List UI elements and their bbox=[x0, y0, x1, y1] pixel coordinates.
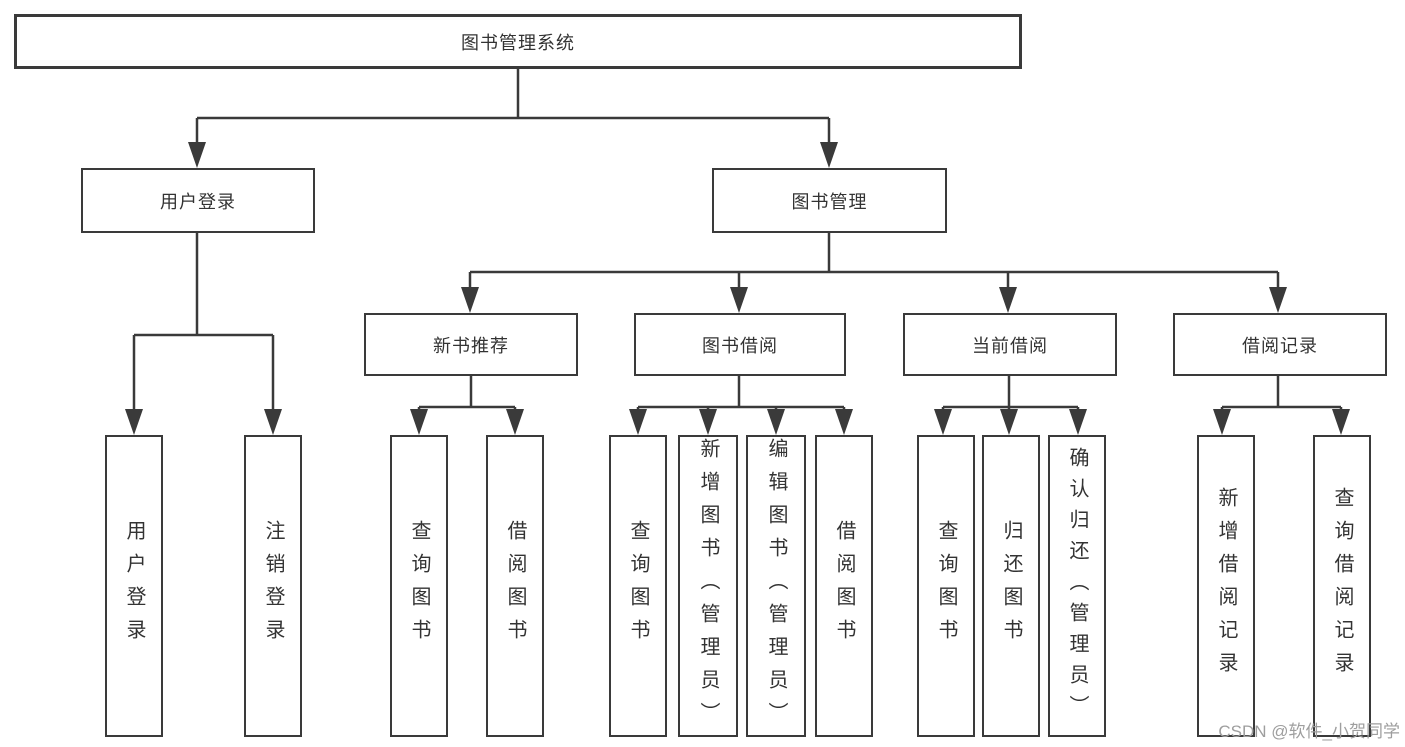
node-label: 查询借阅记录 bbox=[1331, 487, 1353, 685]
node-label: 新增图书（管理员） bbox=[697, 437, 719, 735]
node-label: 新增借阅记录 bbox=[1215, 487, 1237, 685]
node-label: 用户登录 bbox=[123, 520, 145, 652]
connector-bookmgmt-to-level3 bbox=[468, 233, 1280, 295]
leaf-current-confirm-return: 确认归还（管理员） bbox=[1048, 435, 1106, 737]
leaf-recommend-query-books: 查询图书 bbox=[390, 435, 448, 737]
arrowhead-icon bbox=[1213, 409, 1231, 435]
node-label: 新书推荐 bbox=[433, 335, 509, 356]
node-label: 借阅图书 bbox=[504, 520, 526, 652]
arrowhead-icon bbox=[264, 409, 282, 435]
leaf-records-query-record: 查询借阅记录 bbox=[1313, 435, 1371, 737]
node-label: 查询图书 bbox=[408, 520, 430, 652]
csdn-watermark: CSDN @软件_小贺同学 bbox=[1218, 722, 1400, 741]
node-label: 查询图书 bbox=[627, 520, 649, 652]
node-user-login: 用户登录 bbox=[81, 168, 315, 233]
node-borrow-records: 借阅记录 bbox=[1173, 313, 1387, 376]
arrowhead-icon bbox=[767, 409, 785, 435]
arrowhead-icon bbox=[820, 142, 838, 168]
node-label: 图书借阅 bbox=[702, 335, 778, 356]
leaf-current-query-books: 查询图书 bbox=[917, 435, 975, 737]
arrowhead-icon bbox=[1069, 409, 1087, 435]
leaf-records-add-record: 新增借阅记录 bbox=[1197, 435, 1255, 737]
leaf-user-login: 用户登录 bbox=[105, 435, 163, 737]
leaf-borrow-add-books: 新增图书（管理员） bbox=[678, 435, 738, 737]
leaf-borrow-edit-books: 编辑图书（管理员） bbox=[746, 435, 806, 737]
node-label: 当前借阅 bbox=[972, 335, 1048, 356]
node-label: 图书管理系统 bbox=[461, 32, 575, 53]
leaf-current-return-books: 归还图书 bbox=[982, 435, 1040, 737]
node-label: 确认归还（管理员） bbox=[1066, 446, 1088, 726]
leaf-borrow-borrow-books: 借阅图书 bbox=[815, 435, 873, 737]
arrowhead-icon bbox=[188, 142, 206, 168]
arrowhead-icon bbox=[1000, 409, 1018, 435]
arrowhead-icon bbox=[1332, 409, 1350, 435]
arrowhead-icon bbox=[506, 409, 524, 435]
arrowhead-icon bbox=[410, 409, 428, 435]
arrowhead-icon bbox=[629, 409, 647, 435]
connector-newbook-children bbox=[417, 375, 517, 418]
leaf-recommend-borrow-books: 借阅图书 bbox=[486, 435, 544, 737]
leaf-logout: 注销登录 bbox=[244, 435, 302, 737]
connector-root-to-level2 bbox=[195, 69, 831, 150]
node-label: 借阅图书 bbox=[833, 520, 855, 652]
node-label: 查询图书 bbox=[935, 520, 957, 652]
arrowhead-icon bbox=[999, 287, 1017, 313]
arrowhead-icon bbox=[934, 409, 952, 435]
arrowhead-icon bbox=[125, 409, 143, 435]
connector-records-children bbox=[1220, 375, 1343, 418]
arrowhead-icon bbox=[1269, 287, 1287, 313]
node-book-borrow: 图书借阅 bbox=[634, 313, 846, 376]
node-label: 用户登录 bbox=[160, 191, 236, 212]
node-library-management-system: 图书管理系统 bbox=[14, 14, 1022, 69]
node-current-borrow: 当前借阅 bbox=[903, 313, 1117, 376]
arrowhead-icon bbox=[835, 409, 853, 435]
connector-bookborrow-children bbox=[636, 375, 846, 418]
node-label: 图书管理 bbox=[791, 191, 868, 212]
connector-userlogin-children bbox=[132, 232, 275, 418]
node-new-book-recommend: 新书推荐 bbox=[364, 313, 578, 376]
node-label: 编辑图书（管理员） bbox=[765, 437, 787, 735]
node-label: 归还图书 bbox=[1000, 520, 1022, 652]
leaf-borrow-query-books: 查询图书 bbox=[609, 435, 667, 737]
arrowhead-icon bbox=[730, 287, 748, 313]
arrowhead-icon bbox=[461, 287, 479, 313]
arrowhead-icon bbox=[699, 409, 717, 435]
node-label: 注销登录 bbox=[262, 520, 284, 652]
node-label: 借阅记录 bbox=[1242, 335, 1318, 356]
node-book-management: 图书管理 bbox=[712, 168, 947, 233]
